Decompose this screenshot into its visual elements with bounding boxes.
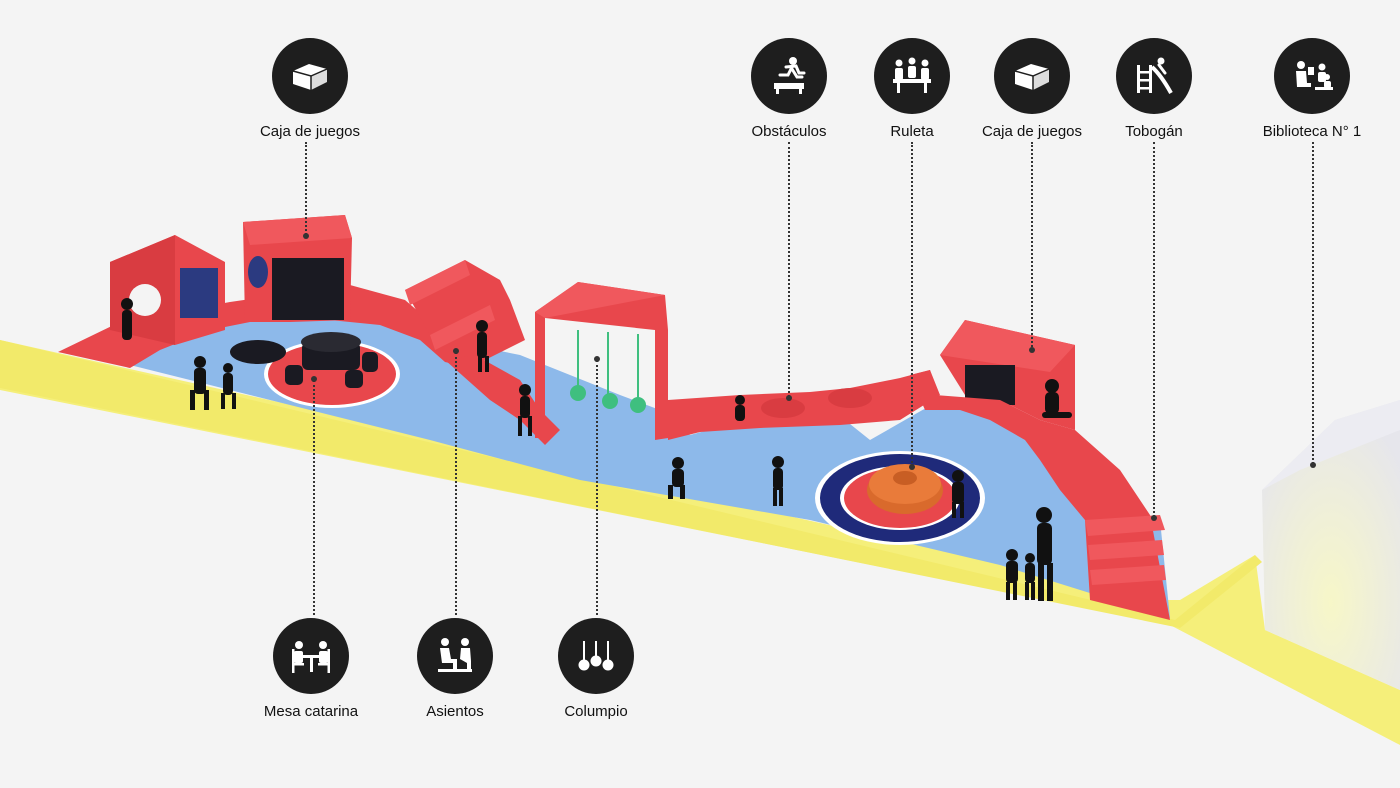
- library-building: [1262, 400, 1400, 690]
- box-icon: [994, 38, 1070, 114]
- child-waving: [772, 456, 784, 506]
- label-text: Ruleta: [890, 123, 934, 140]
- label-text: Caja de juegos: [259, 123, 361, 140]
- label-text: Caja de juegos: [981, 123, 1083, 140]
- child-on-obstacle: [735, 395, 745, 421]
- leader-dot-caja-2: [1029, 347, 1035, 353]
- swing-frame: [535, 282, 668, 440]
- leader-caja-2: [1031, 142, 1033, 350]
- leader-tobogan: [1153, 142, 1155, 517]
- label-text: Asientos: [426, 703, 484, 720]
- ruleta-turntable: [815, 451, 985, 545]
- seated-people-icon: [417, 618, 493, 694]
- leader-dot-ruleta: [909, 464, 915, 470]
- obstacle-wall: [668, 370, 940, 440]
- leader-columpio: [596, 360, 598, 615]
- person-seated-box: [1042, 379, 1072, 418]
- label-text: Obstáculos: [751, 123, 827, 140]
- person-on-stairs: [476, 320, 489, 372]
- label-tobogan: Tobogán: [1079, 38, 1229, 140]
- leader-dot-caja-1: [303, 233, 309, 239]
- label-text: Mesa catarina: [263, 703, 359, 720]
- leader-dot-mesa: [311, 376, 317, 382]
- leader-dot-asientos: [453, 348, 459, 354]
- table-chairs-icon: [273, 618, 349, 694]
- label-text: Biblioteca N° 1: [1262, 123, 1362, 140]
- leader-dot-tobogan: [1151, 515, 1157, 521]
- leader-obstaculos: [788, 142, 790, 397]
- label-ruleta: Ruleta: [837, 38, 987, 140]
- stairs-seating: [405, 260, 525, 365]
- leader-caja-1: [305, 142, 307, 235]
- slide-steps: [910, 370, 1170, 620]
- label-text: Tobogán: [1125, 123, 1183, 140]
- label-caja-de-juegos-2: Caja de juegos: [957, 38, 1107, 140]
- label-asientos: Asientos: [380, 618, 530, 720]
- left-walkway: [58, 285, 480, 370]
- kids-walking: [190, 356, 236, 410]
- label-biblioteca: Biblioteca N° 1: [1237, 38, 1387, 140]
- label-text: Columpio: [564, 703, 628, 720]
- people-silhouettes: [121, 298, 1072, 601]
- label-columpio: Columpio: [521, 618, 671, 720]
- leader-dot-obstaculos: [786, 395, 792, 401]
- person-by-box: [121, 298, 133, 340]
- reading-people-icon: [1274, 38, 1350, 114]
- child-center: [668, 457, 685, 499]
- swing-balls-icon: [558, 618, 634, 694]
- obstacle-jump-icon: [751, 38, 827, 114]
- play-box-1: [110, 215, 352, 345]
- child-at-turntable: [952, 470, 964, 518]
- mesa-catarina: [230, 332, 400, 408]
- leader-dot-biblioteca: [1310, 462, 1316, 468]
- play-box-2: [940, 320, 1075, 430]
- slide-icon: [1116, 38, 1192, 114]
- leader-mesa: [313, 380, 315, 615]
- leader-dot-columpio: [594, 356, 600, 362]
- label-caja-de-juegos-1: Caja de juegos: [235, 38, 385, 140]
- leader-biblioteca: [1312, 142, 1314, 464]
- label-obstaculos: Obstáculos: [714, 38, 864, 140]
- family-group: [1006, 507, 1053, 601]
- leader-ruleta: [911, 142, 913, 467]
- child-running: [518, 384, 532, 436]
- box-icon: [272, 38, 348, 114]
- people-table-icon: [874, 38, 950, 114]
- leader-asientos: [455, 352, 457, 615]
- label-mesa-catarina: Mesa catarina: [236, 618, 386, 720]
- library-roof: [1262, 400, 1400, 490]
